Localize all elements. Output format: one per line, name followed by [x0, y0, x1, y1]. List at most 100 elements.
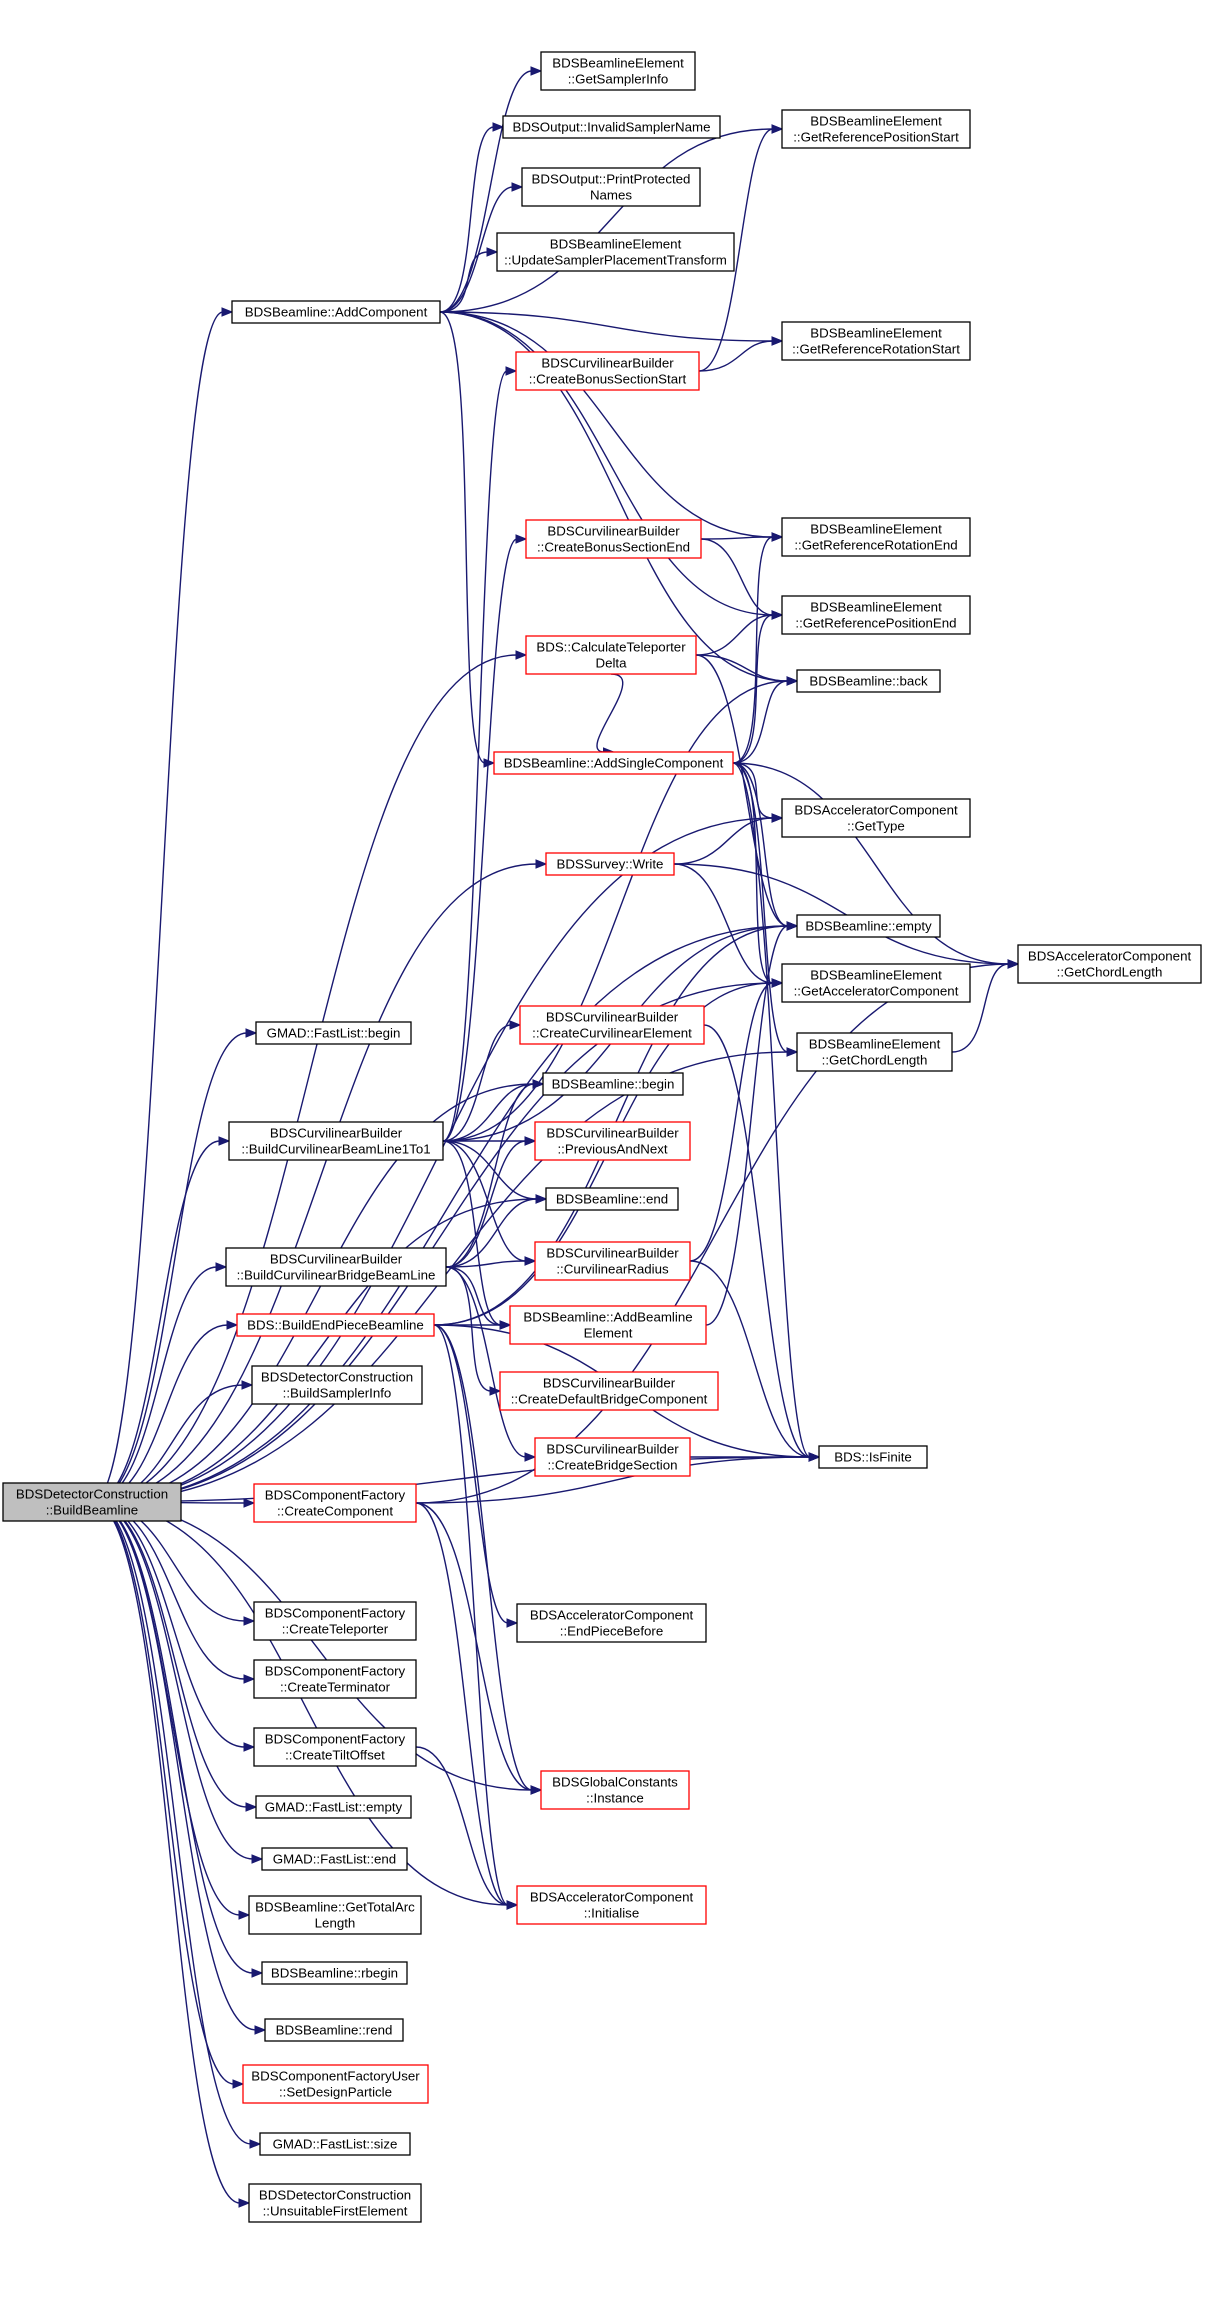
edge-line: [415, 1746, 509, 1906]
node-fastBegin[interactable]: GMAD::FastList::begin: [255, 1021, 412, 1045]
node-box: [261, 1847, 408, 1871]
node-box: [796, 1032, 953, 1072]
edge-arrowhead: [243, 1674, 256, 1684]
edge-line: [445, 1198, 538, 1268]
node-unsuitable[interactable]: BDSDetectorConstruction::UnsuitableFirst…: [248, 2183, 422, 2223]
node-refPosEnd[interactable]: BDSBeamlineElement::GetReferencePosition…: [781, 595, 971, 635]
node-refRotEnd[interactable]: BDSBeamlineElement::GetReferenceRotation…: [781, 517, 971, 557]
node-buildSampInfo[interactable]: BDSDetectorConstruction::BuildSamplerInf…: [251, 1365, 423, 1405]
node-refRotStart[interactable]: BDSBeamlineElement::GetReferenceRotation…: [781, 321, 971, 361]
edge-addSingle-refRotEnd: [732, 532, 784, 764]
node-box: [251, 1365, 423, 1405]
edge-line: [92, 863, 538, 1503]
node-addComp[interactable]: BDSBeamline::AddComponent: [231, 300, 441, 324]
edge-line: [92, 1501, 509, 1906]
node-isFinite[interactable]: BDS::IsFinite: [818, 1445, 928, 1469]
node-createCurvElem[interactable]: BDSCurvilinearBuilder::CreateCurvilinear…: [519, 1005, 705, 1045]
edge-root-getTotalArc: [92, 1501, 251, 1920]
node-back[interactable]: BDSBeamline::back: [796, 669, 941, 693]
node-box: [545, 1187, 679, 1211]
edge-line: [92, 1501, 246, 1680]
node-fastEnd[interactable]: GMAD::FastList::end: [261, 1847, 408, 1871]
node-accChord[interactable]: BDSAcceleratorComponent::GetChordLength: [1017, 944, 1202, 984]
node-getType[interactable]: BDSAcceleratorComponent::GetType: [781, 798, 971, 838]
node-getAccComp[interactable]: BDSBeamlineElement::GetAcceleratorCompon…: [781, 963, 971, 1003]
edge-root-fastEmpty: [92, 1501, 258, 1812]
edge-root-addComp: [92, 307, 234, 1503]
node-initialise[interactable]: BDSAcceleratorComponent::Initialise: [516, 1885, 707, 1925]
node-invalidSampler[interactable]: BDSOutput::InvalidSamplerName: [502, 115, 721, 139]
node-bonusEnd[interactable]: BDSCurvilinearBuilder::CreateBonusSectio…: [525, 519, 702, 559]
node-label: BDSBeamline::rbegin: [271, 1966, 398, 1981]
node-label: Names: [590, 188, 632, 203]
node-label: ::CreateBridgeSection: [547, 1458, 677, 1473]
edge-arrowhead: [532, 1079, 545, 1089]
node-buildCurv[interactable]: BDSCurvilinearBuilder::BuildCurvilinearB…: [228, 1121, 444, 1161]
node-bonusStart[interactable]: BDSCurvilinearBuilder::CreateBonusSectio…: [515, 351, 700, 391]
node-box: [796, 914, 941, 938]
node-label: BDSCurvilinearBuilder: [546, 1010, 679, 1025]
edge-arrowhead: [515, 534, 528, 544]
node-label: BDSBeamlineElement: [810, 522, 942, 537]
node-rend[interactable]: BDSBeamline::rend: [264, 2018, 404, 2042]
edge-addSingle-elemChord: [732, 762, 799, 1057]
node-fastSize[interactable]: GMAD::FastList::size: [259, 2132, 411, 2156]
node-refPosStart[interactable]: BDSBeamlineElement::GetReferencePosition…: [781, 109, 971, 149]
node-label: GMAD::FastList::end: [273, 1852, 396, 1867]
node-endPieceBefore[interactable]: BDSAcceleratorComponent::EndPieceBefore: [516, 1603, 707, 1643]
node-beamEnd[interactable]: BDSBeamline::end: [545, 1187, 679, 1211]
edge-arrowhead: [771, 813, 784, 823]
edge-root-beamEnd: [92, 1194, 548, 1503]
node-beamEmpty[interactable]: BDSBeamline::empty: [796, 914, 941, 938]
edge-buildBridge-addBeamElem: [445, 1266, 512, 1330]
edge-line: [433, 1324, 533, 1791]
node-elemChord[interactable]: BDSBeamlineElement::GetChordLength: [796, 1032, 953, 1072]
node-globalInst[interactable]: BDSGlobalConstants::Instance: [540, 1770, 690, 1810]
node-createComp[interactable]: BDSComponentFactory::CreateComponent: [253, 1483, 417, 1523]
node-root[interactable]: BDSDetectorConstruction::BuildBeamline: [2, 1482, 182, 1522]
node-updSampler[interactable]: BDSBeamlineElement::UpdateSamplerPlaceme…: [496, 232, 735, 272]
node-createTilt[interactable]: BDSComponentFactory::CreateTiltOffset: [253, 1727, 417, 1767]
node-curvRadius[interactable]: BDSCurvilinearBuilder::CurvilinearRadius: [534, 1241, 691, 1281]
node-label: BDSBeamline::AddComponent: [245, 305, 428, 320]
node-defBridge[interactable]: BDSCurvilinearBuilder::CreateDefaultBrid…: [499, 1371, 719, 1411]
edge-line: [415, 1502, 533, 1791]
edge-arrowhead: [243, 1498, 256, 1508]
node-label: ::CreateDefaultBridgeComponent: [511, 1392, 708, 1407]
node-getSampler[interactable]: BDSBeamlineElement::GetSamplerInfo: [540, 51, 696, 91]
node-surveyWrite[interactable]: BDSSurvey::Write: [545, 852, 675, 876]
edges-layer: [92, 66, 1020, 2208]
node-box: [540, 51, 696, 91]
node-label: ::CreateTeleporter: [282, 1622, 389, 1637]
edge-arrowhead: [226, 1320, 239, 1330]
edge-line: [705, 925, 789, 1326]
node-createTerm[interactable]: BDSComponentFactory::CreateTerminator: [253, 1659, 417, 1699]
node-box: [253, 1727, 417, 1767]
node-label: BDSDetectorConstruction: [261, 1370, 413, 1385]
edge-root-rend: [92, 1501, 267, 2035]
edge-arrowhead: [771, 124, 784, 134]
node-createTele[interactable]: BDSComponentFactory::CreateTeleporter: [253, 1601, 417, 1641]
node-rbegin[interactable]: BDSBeamline::rbegin: [261, 1961, 408, 1985]
node-setDesign[interactable]: BDSComponentFactoryUser::SetDesignPartic…: [242, 2064, 429, 2104]
edge-arrowhead: [505, 366, 518, 376]
node-prevNext[interactable]: BDSCurvilinearBuilder::PreviousAndNext: [534, 1121, 691, 1161]
node-beamBegin[interactable]: BDSBeamline::begin: [542, 1072, 684, 1096]
edge-buildEnd-endPieceBefore: [433, 1324, 519, 1628]
node-fastEmpty[interactable]: GMAD::FastList::empty: [255, 1795, 412, 1819]
edge-line: [695, 654, 789, 927]
edge-line: [92, 1501, 241, 2204]
node-label: GMAD::FastList::size: [273, 2137, 398, 2152]
edge-buildCurv-createCurvElem: [442, 1020, 522, 1142]
node-label: BDSComponentFactory: [265, 1606, 406, 1621]
edge-line: [442, 1140, 527, 1262]
edge-line: [732, 762, 1010, 965]
node-buildEnd[interactable]: BDS::BuildEndPieceBeamline: [236, 1313, 435, 1337]
node-createBridge[interactable]: BDSCurvilinearBuilder::CreateBridgeSecti…: [534, 1437, 691, 1477]
node-buildBridge[interactable]: BDSCurvilinearBuilder::BuildCurvilinearB…: [225, 1247, 447, 1287]
node-addSingle[interactable]: BDSBeamline::AddSingleComponent: [493, 751, 734, 775]
